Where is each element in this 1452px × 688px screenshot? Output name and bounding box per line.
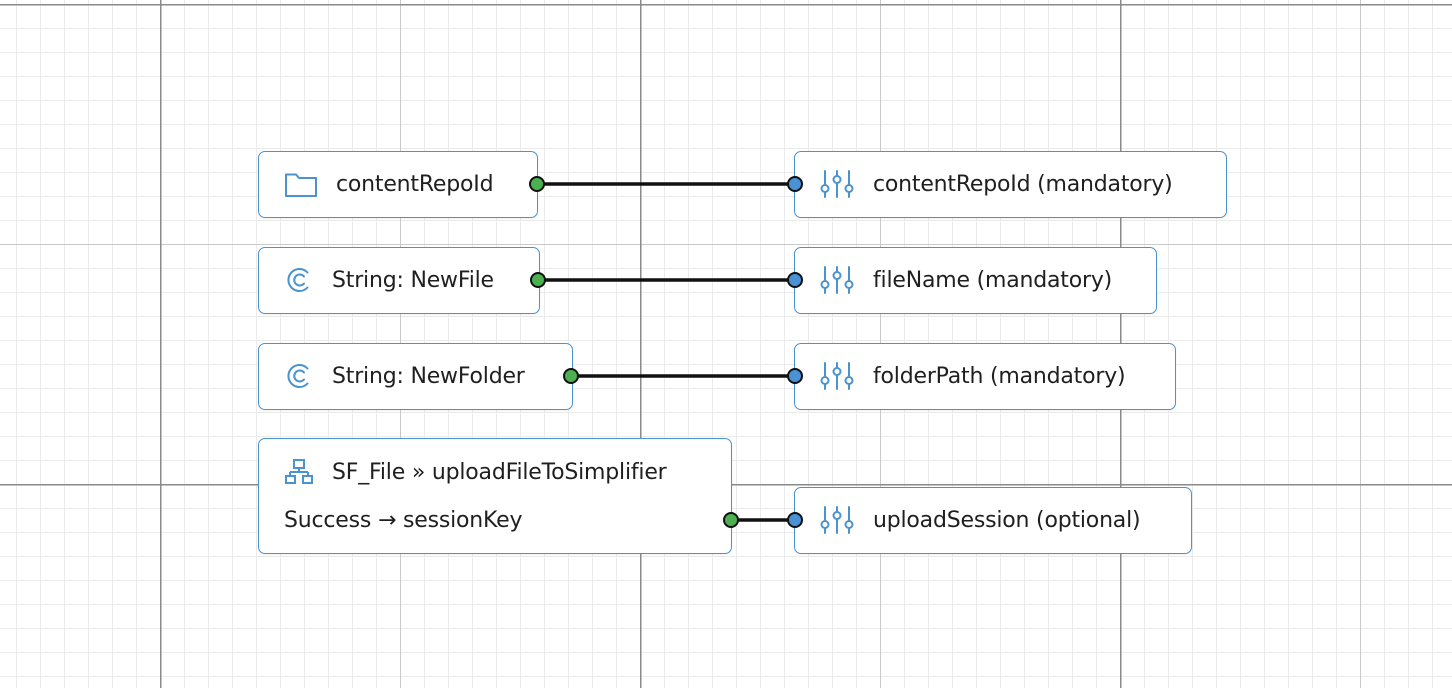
target-node-folder-path[interactable]: folderPath (mandatory) — [794, 343, 1176, 410]
target-node-file-name[interactable]: fileName (mandatory) — [794, 247, 1157, 314]
constant-icon — [285, 265, 313, 295]
sliders-icon — [820, 169, 854, 199]
output-port[interactable] — [563, 368, 579, 384]
source-node-string-newfolder[interactable]: String: NewFolder — [258, 343, 573, 410]
target-node-content-repo-id[interactable]: contentRepoId (mandatory) — [794, 151, 1227, 218]
source-node-output-label: Success → sessionKey — [284, 507, 523, 533]
target-node-label: fileName (mandatory) — [873, 267, 1113, 293]
target-node-row: contentRepoId (mandatory) — [795, 166, 1226, 202]
target-node-row: fileName (mandatory) — [795, 262, 1156, 298]
target-node-row: folderPath (mandatory) — [795, 358, 1175, 394]
source-node-label: SF_File » uploadFileToSimplifier — [332, 459, 667, 485]
flow-icon — [285, 458, 313, 486]
input-port[interactable] — [787, 512, 803, 528]
input-port[interactable] — [787, 368, 803, 384]
output-port[interactable] — [530, 272, 546, 288]
source-node-upload-file-to-simplifier[interactable]: SF_File » uploadFileToSimplifier Success… — [258, 438, 732, 554]
source-node-row: contentRepoId — [259, 166, 537, 202]
source-node-content-repo-id[interactable]: contentRepoId — [258, 151, 538, 218]
output-port[interactable] — [723, 512, 739, 528]
target-node-row: uploadSession (optional) — [795, 502, 1191, 538]
input-port[interactable] — [787, 176, 803, 192]
sliders-icon — [820, 505, 854, 535]
target-node-upload-session[interactable]: uploadSession (optional) — [794, 487, 1192, 554]
sliders-icon — [820, 361, 854, 391]
target-node-label: folderPath (mandatory) — [873, 363, 1126, 389]
folder-icon — [284, 170, 318, 198]
output-port[interactable] — [529, 176, 545, 192]
input-port[interactable] — [787, 272, 803, 288]
constant-icon — [285, 361, 313, 391]
source-node-row: String: NewFile — [259, 262, 539, 298]
source-node-output-row: Success → sessionKey — [259, 502, 731, 538]
source-node-string-newfile[interactable]: String: NewFile — [258, 247, 540, 314]
source-node-row: String: NewFolder — [259, 358, 572, 394]
source-node-row: SF_File » uploadFileToSimplifier — [259, 454, 731, 490]
sliders-icon — [820, 265, 854, 295]
source-node-label: contentRepoId — [336, 171, 494, 197]
source-node-label: String: NewFolder — [332, 363, 525, 389]
target-node-label: uploadSession (optional) — [873, 507, 1141, 533]
target-node-label: contentRepoId (mandatory) — [873, 171, 1173, 197]
source-node-label: String: NewFile — [332, 267, 494, 293]
